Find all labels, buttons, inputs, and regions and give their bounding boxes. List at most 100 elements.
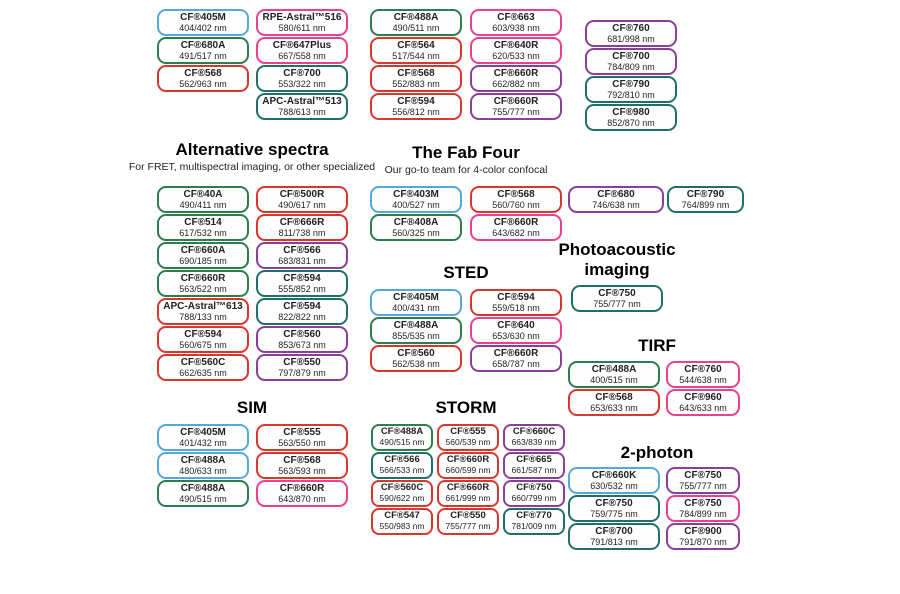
dye-wavelengths: 404/402 nm bbox=[179, 23, 227, 34]
dye-name: CF®660A bbox=[180, 244, 226, 256]
dye-wavelengths: 797/879 nm bbox=[278, 368, 326, 379]
dye-badge: CF®665 661/587 nm bbox=[503, 452, 565, 479]
storm-badges: CF®488A 490/515 nm CF®555 560/539 nm CF®… bbox=[371, 424, 565, 535]
dye-badge: CF®700 791/813 nm bbox=[568, 523, 660, 550]
dye-badge: CF®900 791/870 nm bbox=[666, 523, 740, 550]
dye-badge: CF®750 755/777 nm bbox=[666, 467, 740, 494]
dye-badge: CF®640 653/630 nm bbox=[470, 317, 562, 344]
dye-name: CF®660R bbox=[180, 272, 226, 284]
dye-badge: CF®760 681/998 nm bbox=[585, 20, 677, 47]
dye-wavelengths: 663/839 nm bbox=[511, 437, 557, 448]
dye-badge: CF®750 660/799 nm bbox=[503, 480, 565, 507]
dye-wavelengths: 517/544 nm bbox=[392, 51, 440, 62]
dye-wavelengths: 563/593 nm bbox=[278, 466, 326, 477]
section-title-tirf: TIRF bbox=[638, 336, 676, 355]
dye-name: CF®680A bbox=[180, 39, 226, 51]
dye-wavelengths: 559/518 nm bbox=[492, 303, 540, 314]
dye-name: CF®660R bbox=[446, 482, 490, 494]
dye-badge: CF®660R 658/787 nm bbox=[470, 345, 562, 372]
dye-name: CF®405M bbox=[393, 291, 439, 303]
dye-name: CF®594 bbox=[497, 291, 535, 303]
dye-wavelengths: 490/617 nm bbox=[278, 200, 326, 211]
dye-wavelengths: 560/760 nm bbox=[492, 200, 540, 211]
dye-badge: CF®770 781/009 nm bbox=[503, 508, 565, 535]
dye-badge: CF®594 560/675 nm bbox=[157, 326, 249, 353]
dye-wavelengths: 400/515 nm bbox=[590, 375, 638, 386]
dye-name: CF®488A bbox=[393, 319, 439, 331]
dye-wavelengths: 617/532 nm bbox=[179, 228, 227, 239]
dye-name: CF®660R bbox=[493, 95, 539, 107]
dye-wavelengths: 590/622 nm bbox=[379, 493, 425, 504]
dye-name: APC-Astral™613 bbox=[163, 300, 243, 312]
alternative-spectra-badges: CF®40A 490/411 nm CF®500R 490/617 nm CF®… bbox=[157, 186, 348, 381]
dye-name: APC-Astral™513 bbox=[262, 95, 342, 107]
dye-name: CF®568 bbox=[283, 454, 321, 466]
dye-name: CF®566 bbox=[283, 244, 321, 256]
dye-badge: CF®555 560/539 nm bbox=[437, 424, 499, 451]
dye-wavelengths: 400/431 nm bbox=[392, 303, 440, 314]
dye-wavelengths: 661/587 nm bbox=[511, 465, 557, 476]
dye-badge: CF®594 559/518 nm bbox=[470, 289, 562, 316]
top-dye-column-2: RPE-Astral™516 580/611 nm CF®647Plus 667… bbox=[256, 9, 348, 120]
dye-name: CF®750 bbox=[598, 287, 636, 299]
dye-name: CF®560 bbox=[283, 328, 321, 340]
dye-name: CF®700 bbox=[612, 50, 650, 62]
dye-wavelengths: 755/777 nm bbox=[445, 521, 491, 532]
section-title-storm: STORM bbox=[435, 398, 497, 417]
dye-wavelengths: 658/787 nm bbox=[492, 359, 540, 370]
dye-badge: CF®560C 662/635 nm bbox=[157, 354, 249, 381]
dye-badge: CF®750 759/775 nm bbox=[568, 495, 660, 522]
dye-name: CF®980 bbox=[612, 106, 650, 118]
dye-name: CF®750 bbox=[684, 497, 722, 509]
dye-wavelengths: 630/532 nm bbox=[590, 481, 638, 492]
dye-name: CF®680 bbox=[597, 188, 635, 200]
dye-badge: CF®790 764/899 nm bbox=[667, 186, 744, 213]
dye-badge: CF®680A 491/517 nm bbox=[157, 37, 249, 64]
dye-badge: CF®660R 662/882 nm bbox=[470, 65, 562, 92]
dye-wavelengths: 788/613 nm bbox=[278, 107, 326, 118]
dye-wavelengths: 791/870 nm bbox=[679, 537, 727, 548]
dye-name: CF®594 bbox=[283, 272, 321, 284]
dye-name: CF®488A bbox=[180, 454, 226, 466]
dye-wavelengths: 662/882 nm bbox=[492, 79, 540, 90]
dye-badge: CF®750 755/777 nm bbox=[571, 285, 663, 312]
dye-name: CF®560C bbox=[180, 356, 226, 368]
dye-badge: CF®405M 404/402 nm bbox=[157, 9, 249, 36]
dye-wavelengths: 653/630 nm bbox=[492, 331, 540, 342]
tirf-badges: CF®488A 400/515 nm CF®760 544/638 nm CF®… bbox=[568, 361, 740, 416]
photoacoustic-badges: CF®750 755/777 nm bbox=[571, 285, 663, 312]
dye-badge: CF®960 643/633 nm bbox=[666, 389, 740, 416]
dye-name: CF®700 bbox=[283, 67, 321, 79]
dye-name: CF®547 bbox=[384, 510, 420, 522]
fab-four-badges: CF®403M 400/527 nm CF®568 560/760 nm CF®… bbox=[370, 186, 562, 241]
dye-badge: CF®660R 660/599 nm bbox=[437, 452, 499, 479]
right-pair-badges: CF®680 746/638 nm CF®790 764/899 nm bbox=[568, 186, 744, 213]
dye-badge: CF®568 562/963 nm bbox=[157, 65, 249, 92]
dye-name: CF®550 bbox=[450, 510, 486, 522]
dye-wavelengths: 759/775 nm bbox=[590, 509, 638, 520]
dye-name: CF®408A bbox=[393, 216, 439, 228]
dye-name: CF®594 bbox=[397, 95, 435, 107]
dye-name: CF®403M bbox=[393, 188, 439, 200]
dye-wavelengths: 746/638 nm bbox=[592, 200, 640, 211]
dye-badge: CF®40A 490/411 nm bbox=[157, 186, 249, 213]
dye-name: CF®660R bbox=[493, 67, 539, 79]
dye-name: CF®760 bbox=[684, 363, 722, 375]
dye-badge: CF®550 755/777 nm bbox=[437, 508, 499, 535]
dye-name: CF®663 bbox=[497, 11, 535, 23]
dye-name: CF®666R bbox=[279, 216, 325, 228]
dye-name: CF®566 bbox=[384, 454, 420, 466]
two-photon-badges: CF®660K 630/532 nm CF®750 755/777 nm CF®… bbox=[568, 467, 740, 550]
dye-wavelengths: 822/822 nm bbox=[278, 312, 326, 323]
dye-name: CF®514 bbox=[184, 216, 222, 228]
section-title-two-photon: 2-photon bbox=[620, 443, 694, 462]
dye-badge: CF®980 852/870 nm bbox=[585, 104, 677, 131]
dye-badge: CF®488A 490/515 nm bbox=[371, 424, 433, 451]
dye-wavelengths: 490/515 nm bbox=[379, 437, 425, 448]
dye-wavelengths: 490/515 nm bbox=[179, 494, 227, 505]
dye-wavelengths: 755/777 nm bbox=[679, 481, 727, 492]
dye-name: CF®405M bbox=[180, 11, 226, 23]
dye-wavelengths: 662/635 nm bbox=[179, 368, 227, 379]
dye-badge: CF®550 797/879 nm bbox=[256, 354, 348, 381]
dye-badge: APC-Astral™613 788/133 nm bbox=[157, 298, 249, 325]
